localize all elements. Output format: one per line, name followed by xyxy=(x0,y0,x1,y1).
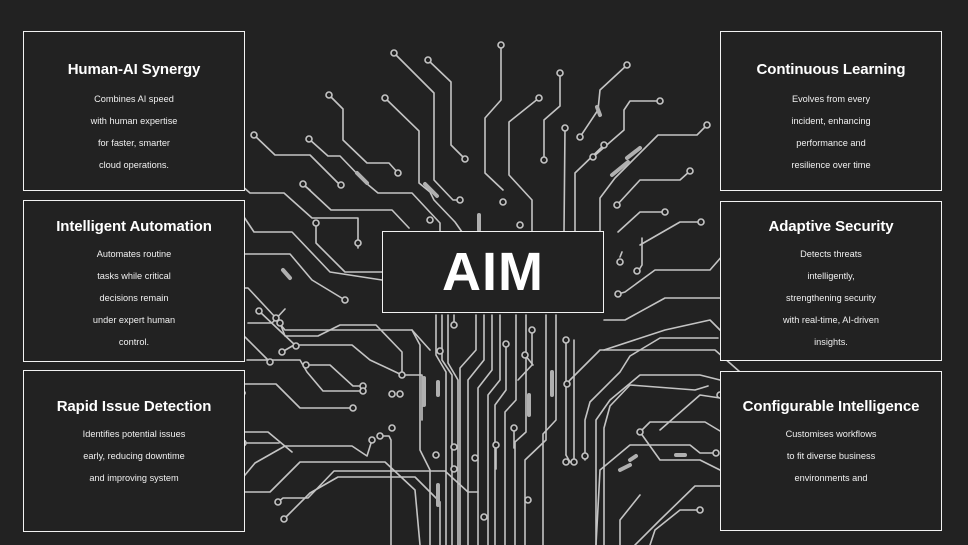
card-description: Detects threats intelligently, strengthe… xyxy=(783,249,879,347)
card-title: Continuous Learning xyxy=(756,61,906,78)
card-description: Evolves from every incident, enhancing p… xyxy=(791,94,871,170)
card-human-ai-synergy: Human-AI Synergy Combines AI speed with … xyxy=(23,31,245,191)
aim-label: AIM xyxy=(442,242,544,302)
card-intelligent-automation: Intelligent Automation Automates routine… xyxy=(23,200,245,362)
card-continuous-learning: Continuous Learning Evolves from every i… xyxy=(720,31,942,191)
card-adaptive-security: Adaptive Security Detects threats intell… xyxy=(720,201,942,361)
card-title: Intelligent Automation xyxy=(56,218,212,235)
aim-hub: AIM xyxy=(382,231,604,313)
card-title: Adaptive Security xyxy=(768,218,894,235)
card-title: Rapid Issue Detection xyxy=(56,398,212,415)
card-configurable-intelligence: Configurable Intelligence Customises wor… xyxy=(720,371,942,531)
card-title: Human-AI Synergy xyxy=(67,61,201,78)
card-description: Combines AI speed with human expertise f… xyxy=(90,94,178,170)
card-description: Customises workflows to fit diverse busi… xyxy=(785,429,877,483)
card-rapid-issue-detection: Rapid Issue Detection Identifies potenti… xyxy=(23,370,245,532)
card-title: Configurable Intelligence xyxy=(742,398,920,415)
card-description: Identifies potential issues early, reduc… xyxy=(82,429,186,483)
card-description: Automates routine tasks while critical d… xyxy=(92,249,176,347)
